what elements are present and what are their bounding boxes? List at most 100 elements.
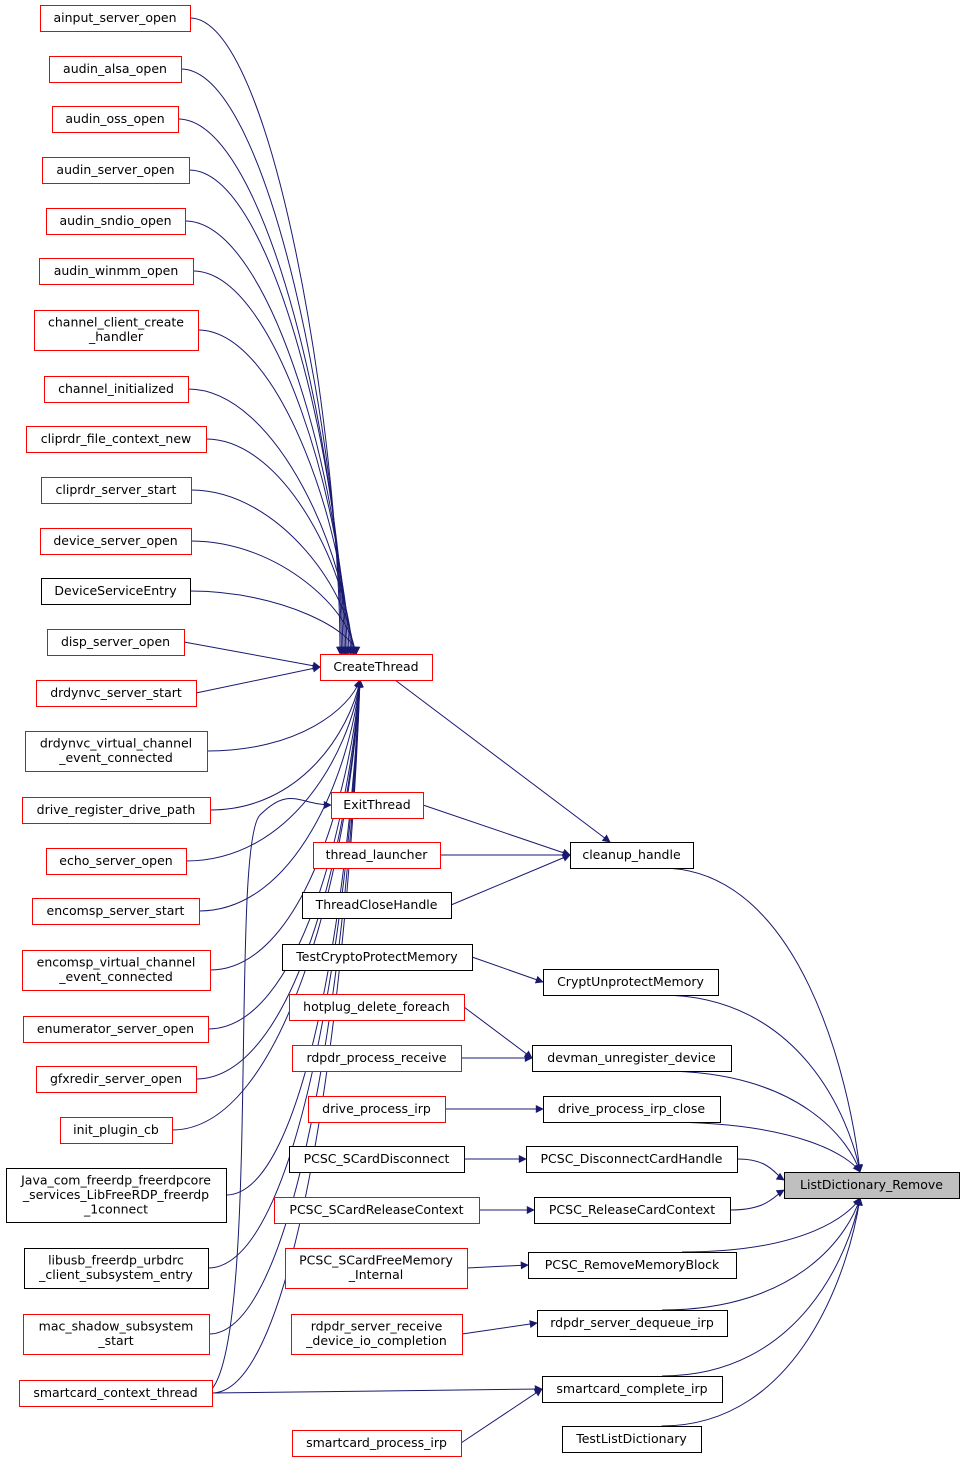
- node-label: enumerator_server_open: [37, 1021, 194, 1036]
- node-box: [40, 5, 191, 32]
- node-drive-proc[interactable]: drive_process_irp: [308, 1096, 446, 1123]
- node-drive-close[interactable]: drive_process_irp_close: [543, 1096, 721, 1123]
- node-sc-ctx[interactable]: smartcard_context_thread: [19, 1380, 213, 1407]
- node-pcsc-disc[interactable]: PCSC_SCardDisconnect: [289, 1146, 465, 1173]
- node-thread-close[interactable]: ThreadCloseHandle: [302, 892, 452, 919]
- node-pcsc-disc-h[interactable]: PCSC_DisconnectCardHandle: [526, 1146, 738, 1173]
- edge-rdpdr_deq-to-ld_remove: [661, 1197, 862, 1311]
- node-pcsc-remove[interactable]: PCSC_RemoveMemoryBlock: [528, 1252, 737, 1279]
- node-gfxredir[interactable]: gfxredir_server_open: [36, 1066, 197, 1093]
- node-drdynvc-virt[interactable]: drdynvc_virtual_channel_event_connected: [25, 731, 208, 772]
- edge-sc_proc-to-sc_complete: [460, 1388, 543, 1444]
- node-cliprdr-start[interactable]: cliprdr_server_start: [41, 477, 192, 504]
- node-box: [282, 944, 473, 971]
- node-hotplug[interactable]: hotplug_delete_foreach: [289, 994, 465, 1021]
- node-box: [292, 1045, 462, 1072]
- edge-pcsc_disc_h-to-ld_remove: [736, 1158, 785, 1181]
- node-chan-init[interactable]: channel_initialized: [44, 376, 189, 403]
- node-disp[interactable]: disp_server_open: [47, 629, 185, 656]
- node-alsa[interactable]: audin_alsa_open: [49, 56, 182, 83]
- node-label: _services_LibFreeRDP_freerdp: [22, 1187, 209, 1202]
- edge-test_listdict-to-ld_remove: [661, 1197, 863, 1427]
- node-sc-proc[interactable]: smartcard_process_irp: [292, 1430, 462, 1457]
- node-test-listdict[interactable]: TestListDictionary: [562, 1426, 702, 1453]
- node-box: [274, 1197, 480, 1224]
- node-box: [308, 1096, 446, 1123]
- edge-create_thread-to-cleanup: [394, 679, 611, 843]
- node-label: PCSC_SCardDisconnect: [304, 1151, 450, 1166]
- node-winmm[interactable]: audin_winmm_open: [39, 258, 194, 285]
- node-encomsp-virt[interactable]: encomsp_virtual_channel_event_connected: [22, 950, 211, 991]
- node-rdpdr-recv[interactable]: rdpdr_process_receive: [292, 1045, 462, 1072]
- node-cliprdr-ctx[interactable]: cliprdr_file_context_new: [26, 426, 207, 453]
- node-enumerator[interactable]: enumerator_server_open: [23, 1016, 209, 1043]
- node-ld-remove[interactable]: ListDictionary_Remove: [784, 1172, 960, 1199]
- node-pcsc-rel[interactable]: PCSC_ReleaseCardContext: [534, 1197, 731, 1224]
- node-label: CreateThread: [333, 659, 418, 674]
- node-label: PCSC_SCardFreeMemory: [299, 1253, 453, 1268]
- node-drdynvc-start[interactable]: drdynvc_server_start: [36, 680, 197, 707]
- node-box: [302, 892, 452, 919]
- node-thread-launcher[interactable]: thread_launcher: [313, 842, 441, 869]
- node-drive-reg[interactable]: drive_register_drive_path: [22, 797, 211, 824]
- node-rdpdr-deq[interactable]: rdpdr_server_dequeue_irp: [537, 1310, 728, 1337]
- node-label: smartcard_complete_irp: [556, 1381, 707, 1396]
- node-exit-thread[interactable]: ExitThread: [331, 792, 424, 819]
- edge-encomsp_start-to-create_thread: [198, 679, 364, 912]
- node-encomsp-start[interactable]: encomsp_server_start: [32, 898, 200, 925]
- node-box: [42, 157, 190, 184]
- node-label: channel_initialized: [58, 381, 174, 396]
- node-ainput[interactable]: ainput_server_open: [40, 5, 191, 32]
- call-edges: [171, 17, 864, 1444]
- node-chan-client[interactable]: channel_client_create_handler: [34, 310, 199, 351]
- node-libusb[interactable]: libusb_freerdp_urbdrc_client_subsystem_e…: [24, 1248, 209, 1289]
- node-mac-shadow[interactable]: mac_shadow_subsystem_start: [23, 1314, 210, 1355]
- edge-init_plugin-to-create_thread: [171, 679, 364, 1131]
- node-label: drdynvc_virtual_channel: [40, 736, 192, 751]
- node-label: libusb_freerdp_urbdrc: [48, 1253, 184, 1268]
- node-crypt-unprot[interactable]: CryptUnprotectMemory: [543, 969, 719, 996]
- node-device-open[interactable]: device_server_open: [40, 528, 192, 555]
- node-sc-complete[interactable]: smartcard_complete_irp: [542, 1376, 723, 1403]
- node-label: PCSC_SCardReleaseContext: [289, 1202, 463, 1217]
- edge-sc_complete-to-ld_remove: [661, 1197, 863, 1377]
- node-label: _handler: [88, 329, 144, 344]
- edge-hotplug-to-devman: [463, 1006, 533, 1059]
- node-label: _Internal: [348, 1267, 403, 1282]
- node-devman[interactable]: devman_unregister_device: [532, 1045, 732, 1072]
- edge-cliprdr_ctx-to-create_thread: [205, 438, 356, 655]
- node-audin-server[interactable]: audin_server_open: [42, 157, 190, 184]
- node-dse[interactable]: DeviceServiceEntry: [41, 578, 191, 605]
- node-cleanup[interactable]: cleanup_handle: [570, 842, 694, 869]
- node-box: [40, 528, 192, 555]
- node-oss[interactable]: audin_oss_open: [52, 106, 179, 133]
- edge-audin_server-to-create_thread: [188, 169, 349, 655]
- node-create-thread[interactable]: CreateThread: [320, 654, 433, 681]
- node-test-crypto[interactable]: TestCryptoProtectMemory: [282, 944, 473, 971]
- node-pcsc-relctx[interactable]: PCSC_SCardReleaseContext: [274, 1197, 480, 1224]
- node-label: encomsp_virtual_channel: [37, 955, 196, 970]
- node-box: [537, 1310, 728, 1337]
- node-label: cleanup_handle: [582, 847, 681, 862]
- node-label: audin_server_open: [56, 162, 174, 177]
- node-box: [22, 797, 211, 824]
- node-box: [570, 842, 694, 869]
- node-box: [534, 1197, 731, 1224]
- node-pcsc-free[interactable]: PCSC_SCardFreeMemory_Internal: [285, 1248, 468, 1289]
- node-label: _event_connected: [58, 750, 173, 765]
- node-label: ExitThread: [343, 797, 410, 812]
- node-init-plugin[interactable]: init_plugin_cb: [60, 1117, 173, 1144]
- node-box: [24, 1248, 209, 1289]
- edge-devman-to-ld_remove: [661, 1070, 862, 1173]
- node-label: channel_client_create: [48, 315, 184, 330]
- node-rdpdr-srv-recv[interactable]: rdpdr_server_receive_device_io_completio…: [291, 1314, 463, 1355]
- node-sndio[interactable]: audin_sndio_open: [46, 208, 186, 235]
- node-box: [60, 1117, 173, 1144]
- node-box: [526, 1146, 738, 1173]
- node-box: [41, 578, 191, 605]
- node-label: disp_server_open: [61, 634, 170, 649]
- node-label: Java_com_freerdp_freerdpcore: [20, 1172, 211, 1187]
- node-java[interactable]: Java_com_freerdp_freerdpcore_services_Li…: [6, 1168, 227, 1223]
- edge-pcsc_free-to-pcsc_remove: [466, 1261, 529, 1270]
- node-echo[interactable]: echo_server_open: [46, 848, 187, 875]
